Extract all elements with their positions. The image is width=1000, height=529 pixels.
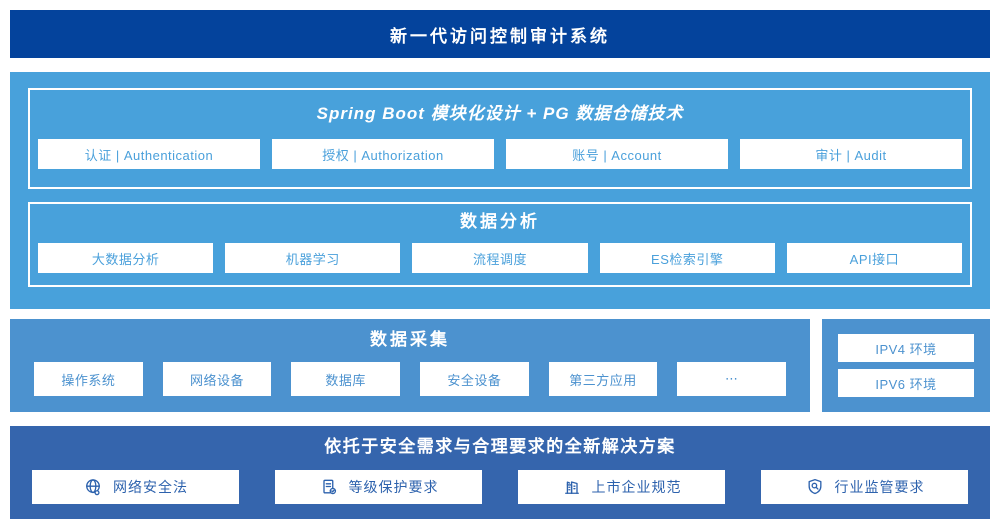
collection-box-thirdparty: 第三方应用 — [548, 362, 658, 396]
module-box-authorization: 授权 | Authorization — [272, 139, 494, 169]
collection-box-security: 安全设备 — [420, 362, 529, 396]
solution-box-cybersecurity-law: 网络安全法 — [32, 470, 239, 504]
collection-box-database: 数据库 — [291, 362, 401, 396]
solution-label: 网络安全法 — [113, 479, 188, 495]
architecture-diagram: 新一代访问控制审计系统 Spring Boot 模块化设计 + PG 数据仓储技… — [10, 0, 990, 519]
collection-box-more: ⋯ — [677, 362, 787, 396]
collection-row: 数据采集 操作系统 网络设备 数据库 安全设备 第三方应用 ⋯ IPV4 环境 … — [10, 319, 990, 412]
solution-boxes: 网络安全法 等级保护要求 上市企业规范 — [32, 470, 968, 504]
module-box-account: 账号 | Account — [506, 139, 728, 169]
solution-box-industry-regulation: 行业监管要求 — [761, 470, 968, 504]
analysis-box-ml: 机器学习 — [225, 243, 401, 273]
solution-box-listed-company: 上市企业规范 — [518, 470, 725, 504]
solution-label: 上市企业规范 — [591, 479, 682, 495]
modules-row: 认证 | Authentication 授权 | Authorization 账… — [38, 139, 962, 169]
solution-section: 依托于安全需求与合理要求的全新解决方案 网络安全法 等级保护要求 — [10, 426, 990, 519]
modules-title: Spring Boot 模块化设计 + PG 数据仓储技术 — [316, 104, 684, 123]
globe-icon — [86, 479, 100, 496]
module-box-audit: 审计 | Audit — [740, 139, 962, 169]
page-title: 新一代访问控制审计系统 — [390, 26, 610, 46]
shield-search-icon — [808, 479, 821, 495]
solution-label: 行业监管要求 — [834, 479, 925, 495]
collection-section: 数据采集 操作系统 网络设备 数据库 安全设备 第三方应用 ⋯ — [10, 319, 810, 412]
analysis-box-bigdata: 大数据分析 — [38, 243, 214, 273]
banner: 新一代访问控制审计系统 — [10, 10, 990, 58]
collection-title: 数据采集 — [370, 330, 450, 349]
analysis-box-api: API接口 — [786, 243, 963, 273]
solution-title: 依托于安全需求与合理要求的全新解决方案 — [324, 437, 676, 456]
environments-panel: IPV4 环境 IPV6 环境 — [822, 319, 990, 412]
collection-boxes: 操作系统 网络设备 数据库 安全设备 第三方应用 ⋯ — [34, 362, 787, 396]
analysis-row: 大数据分析 机器学习 流程调度 ES检索引擎 API接口 — [38, 243, 963, 273]
env-box-ipv6: IPV6 环境 — [838, 369, 974, 397]
env-box-ipv4: IPV4 环境 — [838, 334, 974, 362]
analysis-box-scheduler: 流程调度 — [412, 243, 588, 273]
building-icon — [564, 481, 579, 494]
platform-section: Spring Boot 模块化设计 + PG 数据仓储技术 认证 | Authe… — [10, 72, 990, 309]
solution-box-classified-protection: 等级保护要求 — [275, 470, 482, 504]
module-box-authentication: 认证 | Authentication — [38, 139, 260, 169]
modules-subsection: Spring Boot 模块化设计 + PG 数据仓储技术 认证 | Authe… — [28, 88, 972, 189]
solution-label: 等级保护要求 — [348, 479, 439, 495]
collection-box-os: 操作系统 — [34, 362, 143, 396]
analysis-title: 数据分析 — [460, 212, 540, 231]
analysis-box-es: ES检索引擎 — [599, 243, 775, 273]
analysis-subsection: 数据分析 大数据分析 机器学习 流程调度 ES检索引擎 API接口 — [28, 202, 972, 287]
collection-box-network: 网络设备 — [162, 362, 272, 396]
document-check-icon — [322, 479, 336, 495]
